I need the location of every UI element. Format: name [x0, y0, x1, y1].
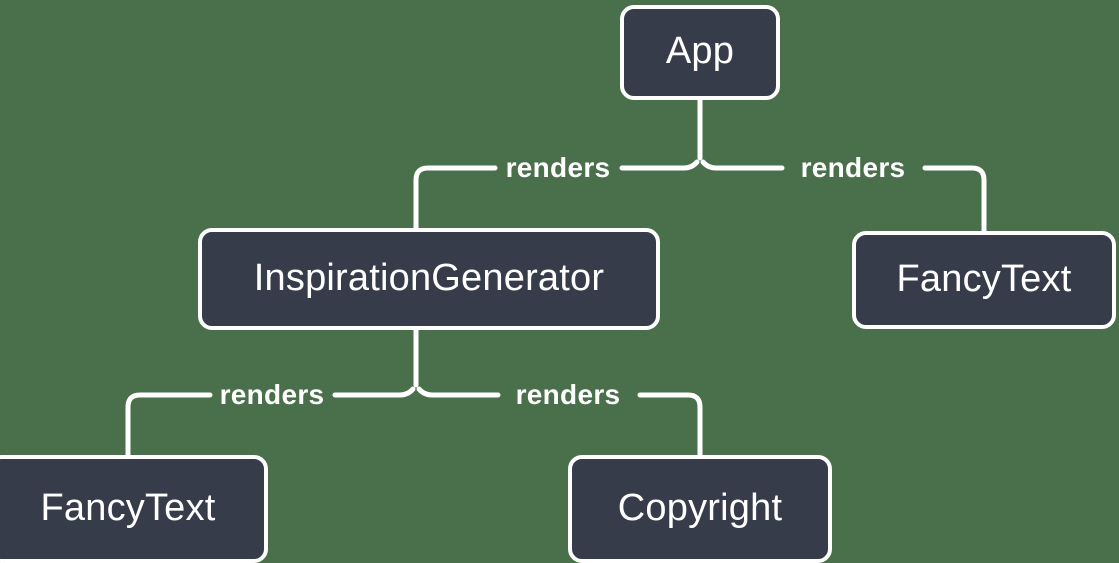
edge-inspiration-generator-to-copyright-end: [637, 392, 703, 458]
node-inspiration-generator-label: InspirationGenerator: [253, 256, 605, 299]
node-copyright-label: Copyright: [617, 486, 783, 529]
node-inspiration-generator[interactable]: InspirationGenerator: [198, 228, 660, 330]
edge-app-to-fancytext-right-start: [700, 159, 785, 171]
node-fancytext-right[interactable]: FancyText: [852, 231, 1116, 329]
edge-inspiration-generator-to-fancytext-left: [332, 386, 416, 398]
edge-inspiration-generator-to-fancytext-mid: [125, 392, 213, 458]
node-fancytext-bottom[interactable]: FancyText: [0, 455, 268, 563]
node-fancytext-bottom-label: FancyText: [40, 486, 216, 529]
edge-app-to-inspiration-generator-mid: [413, 165, 498, 231]
edge-app-to-inspiration-generator-left: [619, 159, 700, 171]
edge-label-inspiration-generator-to-copyright: renders: [515, 379, 621, 410]
node-app[interactable]: App: [620, 5, 780, 100]
node-fancytext-right-label: FancyText: [896, 257, 1072, 300]
node-copyright[interactable]: Copyright: [568, 455, 832, 563]
edge-label-app-to-fancytext-right: renders: [800, 152, 906, 183]
edge-label-inspiration-generator-to-fancytext: renders: [219, 379, 325, 410]
edge-app-to-fancytext-right-end: [922, 165, 987, 234]
edge-inspiration-generator-to-copyright-start: [416, 386, 501, 398]
node-app-label: App: [665, 30, 735, 72]
edge-label-app-to-inspiration-generator: renders: [505, 152, 611, 183]
